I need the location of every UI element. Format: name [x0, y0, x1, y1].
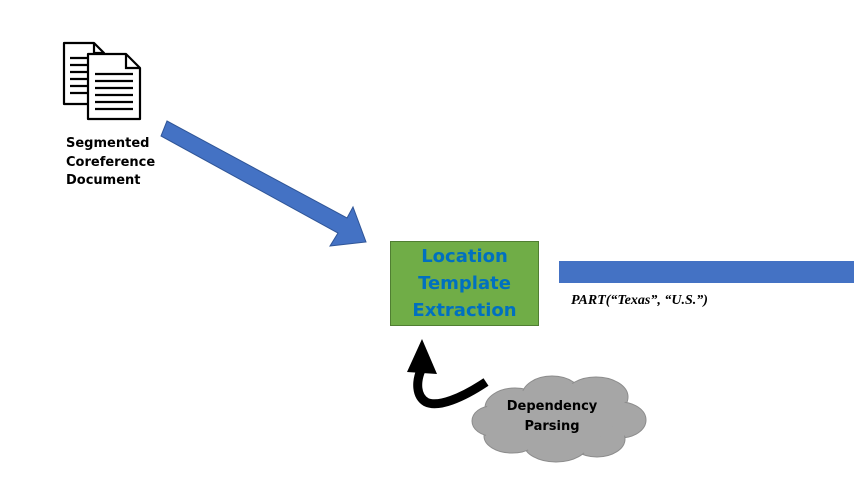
input-document-label-line: Document — [66, 173, 141, 188]
input-document-label-line: Coreference — [66, 154, 156, 170]
location-template-extraction-box: Location Template Extraction — [390, 241, 539, 326]
cloud-label-line: Parsing — [524, 419, 580, 434]
input-document-label-line: Segmented — [66, 136, 150, 151]
dependency-parsing-label: Dependency Parsing — [496, 397, 608, 437]
template-box-label-line: Location — [421, 246, 508, 267]
template-box-label-line: Template — [418, 273, 511, 294]
documents-icon — [62, 41, 142, 121]
input-arrow — [160, 120, 367, 247]
cloud-label-line: Dependency — [506, 399, 598, 414]
input-document-label: Segmented Coreference Document — [66, 135, 155, 191]
dependency-cloud-shape — [471, 375, 647, 463]
template-box-label-line: Extraction — [412, 300, 517, 321]
output-relation-text: PART(“Texas”, “U.S.”) — [571, 293, 708, 308]
curved-black-arrow — [407, 339, 489, 409]
output-arrow-bar — [559, 261, 854, 283]
